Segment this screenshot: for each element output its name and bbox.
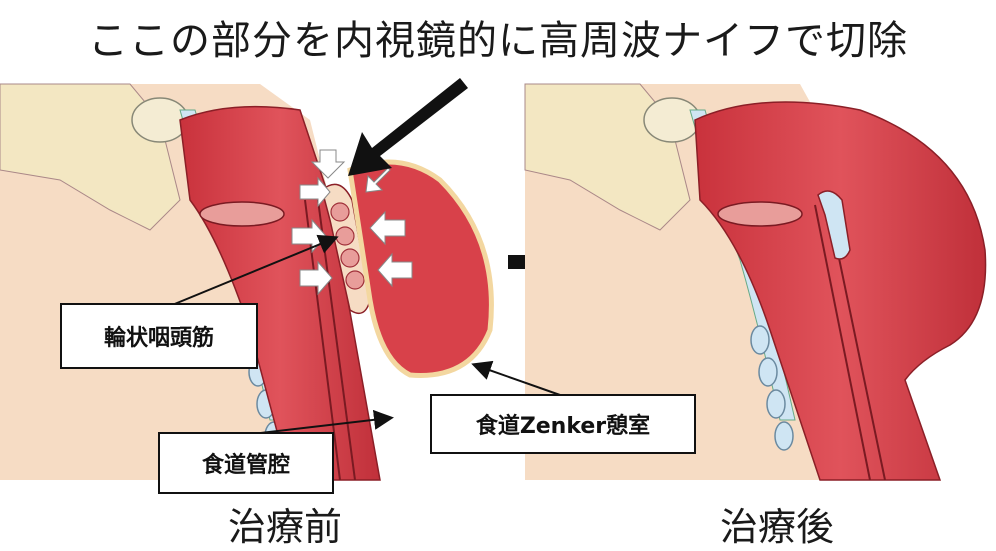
caption-after: 治療後 — [720, 496, 834, 551]
label-zenker-diverticulum: 食道Zenker憩室 — [430, 394, 696, 454]
caption-before: 治療前 — [228, 496, 342, 551]
zenker-pouch-before — [350, 162, 491, 375]
before-panel — [0, 78, 491, 480]
big-arrow-indicator — [348, 78, 468, 176]
label-esophageal-lumen: 食道管腔 — [158, 432, 334, 494]
hyoid-bone-after — [644, 98, 700, 142]
trachea-opening-after — [718, 202, 802, 226]
trachea-opening-before — [200, 202, 284, 226]
label-cricopharyngeus: 輪状咽頭筋 — [60, 303, 258, 369]
